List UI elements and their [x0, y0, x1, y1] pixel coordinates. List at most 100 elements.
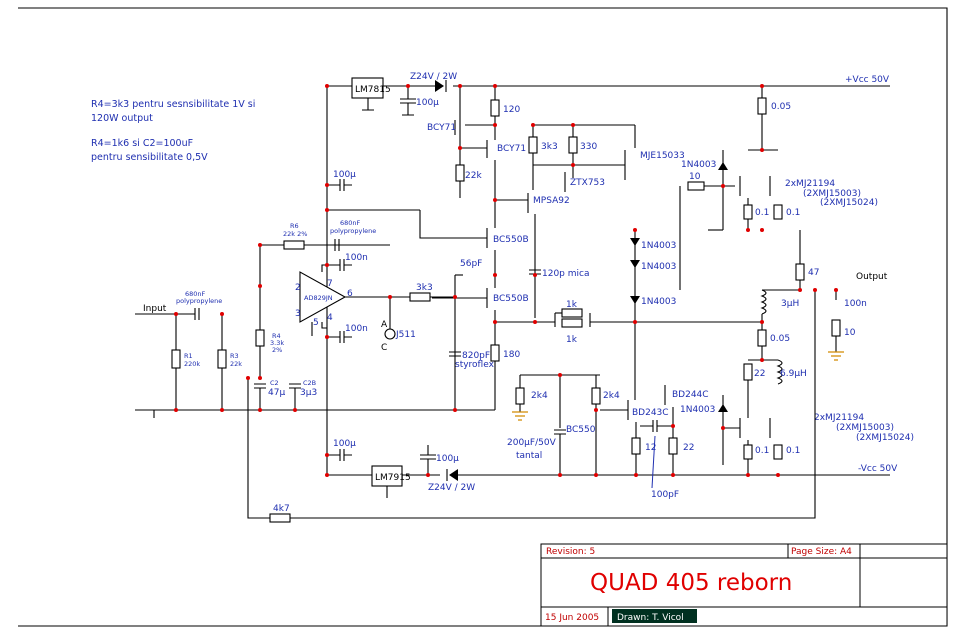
- r4-tol: 2%: [272, 346, 282, 354]
- zener-top-icon: [435, 80, 444, 92]
- diode-bot-label: 1N4003: [680, 405, 715, 415]
- ground-out-icon: [828, 351, 844, 361]
- pin7-label: 7: [327, 279, 333, 289]
- r180-label: 180: [503, 350, 520, 360]
- drawing-border: [18, 7, 948, 627]
- opamp-label: AD829JN: [304, 294, 333, 302]
- diode-2-icon: [630, 260, 640, 268]
- r10-label: 10: [689, 172, 701, 182]
- note-line-1: R4=3k3 pentru sesnsibilitate 1V si: [91, 99, 255, 110]
- mj-top-3: (2XMJ15024): [820, 198, 878, 208]
- c100n-a-label: 100n: [345, 253, 368, 263]
- drawn-box: [612, 609, 697, 623]
- pin6-label: 6: [347, 289, 353, 299]
- r1k-a-label: 1k: [566, 300, 578, 310]
- bd243-label: BD243C: [632, 408, 669, 418]
- bc550b-a-label: BC550B: [493, 235, 529, 245]
- styroflex-label: styroflex: [455, 360, 495, 370]
- ztx-label: ZTX753: [570, 178, 605, 188]
- diode-3-label: 1N4003: [641, 297, 676, 307]
- r01-a-label: 0.1: [755, 208, 769, 218]
- diode-3-icon: [630, 296, 640, 304]
- diode-1-icon: [630, 238, 640, 246]
- c100n-out-label: 100n: [844, 299, 867, 309]
- zener-bot-icon: [449, 469, 458, 481]
- r01-d-label: 0.1: [786, 446, 800, 456]
- r1-val: 220k: [184, 360, 200, 368]
- r6-label: R6: [290, 222, 299, 230]
- pin4-label: 4: [327, 313, 333, 323]
- r120-body: [490, 99, 500, 117]
- c56p-label: 56pF: [460, 259, 482, 269]
- ground-2k4-icon: [512, 411, 528, 421]
- cap-100u-left-top-label: 100µ: [333, 170, 356, 180]
- title-block: [540, 543, 948, 627]
- c680-in-label: 680nF: [185, 290, 206, 298]
- pin2-label: 2: [295, 283, 301, 293]
- c200u-label: 200µF/50V: [507, 438, 557, 448]
- r01-c-label: 0.1: [755, 446, 769, 456]
- mje-label: MJE15033: [640, 151, 685, 161]
- r3-label: R3: [230, 352, 239, 360]
- mpsa-label: MPSA92: [533, 196, 570, 206]
- note-line-4: pentru sensibilitate 0,5V: [91, 152, 208, 163]
- cap-100u-left-bot-label: 100µ: [333, 439, 356, 449]
- r22-b-label: 22: [754, 369, 765, 379]
- pin-c-label: C: [381, 343, 387, 353]
- l69-label: 6.9µH: [780, 369, 807, 379]
- cap-100u-bot-label: 100µ: [436, 454, 459, 464]
- lm7815-gnd: [362, 98, 374, 111]
- r3k3-label: 3k3: [541, 142, 558, 152]
- mj-top-2: (2XMJ15003): [803, 189, 861, 199]
- output-label: Output: [856, 272, 888, 282]
- bcy71-b-label: BCY71: [497, 144, 526, 154]
- mj-bot-3: (2XMJ15024): [856, 433, 914, 443]
- r4-val: 3.3k: [270, 339, 284, 347]
- diode-top-label: 1N4003: [681, 160, 716, 170]
- vcc-pos-label: +Vcc 50V: [845, 75, 890, 85]
- r4-label: R4: [272, 332, 281, 340]
- r005-bot-label: 0.05: [770, 334, 790, 344]
- note-line-3: R4=1k6 si C2=100uF: [91, 138, 193, 149]
- r22-label: 22: [683, 443, 694, 453]
- tantal-label: tantal: [516, 451, 542, 461]
- diode-bot-icon: [718, 404, 728, 412]
- mj-bot-label: 2xMJ21194: [814, 413, 864, 423]
- date-label: 15 Jun 2005: [545, 613, 599, 623]
- r6-val: 22k 2%: [283, 230, 307, 238]
- bc550b-b-label: BC550B: [493, 294, 529, 304]
- lm7815-label: LM7815: [355, 85, 391, 95]
- c100n-b-label: 100n: [345, 324, 368, 334]
- bd244-label: BD244C: [672, 390, 709, 400]
- junction-dots: [174, 84, 838, 477]
- l3u-label: 3µH: [781, 299, 799, 309]
- mj-bot-2: (2XMJ15003): [836, 423, 894, 433]
- bcy71-a-label: BCY71: [427, 123, 456, 133]
- c820p-label: 820pF: [462, 351, 490, 361]
- r4k7-label: 4k7: [273, 504, 290, 514]
- bc550-label: BC550: [566, 425, 596, 435]
- r1k-b-label: 1k: [566, 335, 578, 345]
- diode-1-label: 1N4003: [641, 241, 676, 251]
- j511-label: J511: [395, 330, 416, 340]
- r330-label: 330: [580, 142, 597, 152]
- drawing-title: QUAD 405 reborn: [590, 570, 792, 596]
- c680-top-label: 680nF: [340, 219, 361, 227]
- opamp-symbol: [299, 271, 347, 323]
- diode-top-icon: [718, 162, 728, 170]
- r10-out-label: 10: [844, 328, 856, 338]
- c2-label: C2: [270, 379, 279, 387]
- c680-top-2: polypropylene: [330, 227, 376, 235]
- r01-b-label: 0.1: [786, 208, 800, 218]
- c2-val: 47µ: [268, 388, 285, 398]
- drawn-label: Drawn: T. Vicol: [617, 613, 684, 623]
- revision-label: Revision: 5: [546, 547, 595, 557]
- pin3-label: 3: [295, 309, 301, 319]
- pin-a-label: A: [381, 320, 388, 330]
- r1-label: R1: [184, 352, 193, 360]
- zener-bot-label: Z24V / 2W: [428, 483, 475, 493]
- j511-icon: [384, 328, 396, 340]
- note-line-2: 120W output: [91, 113, 153, 124]
- c100pf-label: 100pF: [651, 490, 679, 500]
